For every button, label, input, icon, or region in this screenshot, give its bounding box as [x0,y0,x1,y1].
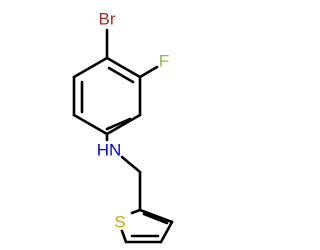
double-bond-inner [105,117,132,131]
thiophene-ring [120,208,174,244]
bond [72,56,109,79]
bond [130,208,142,215]
bond [159,220,174,244]
sulfur-label: S [114,213,125,232]
benzene-ring [72,56,142,136]
double-bond-inner [142,212,169,225]
molecule-drawing: Br F HN S [72,10,174,244]
bond [120,229,128,244]
fluorine-label: F [159,52,169,71]
amine-label: HN [97,141,122,160]
structure-canvas: Br F HN S [72,10,174,244]
double-bond-inner [107,66,135,84]
bromine-label: Br [99,10,116,29]
bond [138,208,174,224]
bond [105,56,142,79]
bond [72,113,109,136]
bond-n-to-ch2 [120,155,142,174]
bond [105,113,142,136]
bond-ring-to-f [138,65,159,79]
